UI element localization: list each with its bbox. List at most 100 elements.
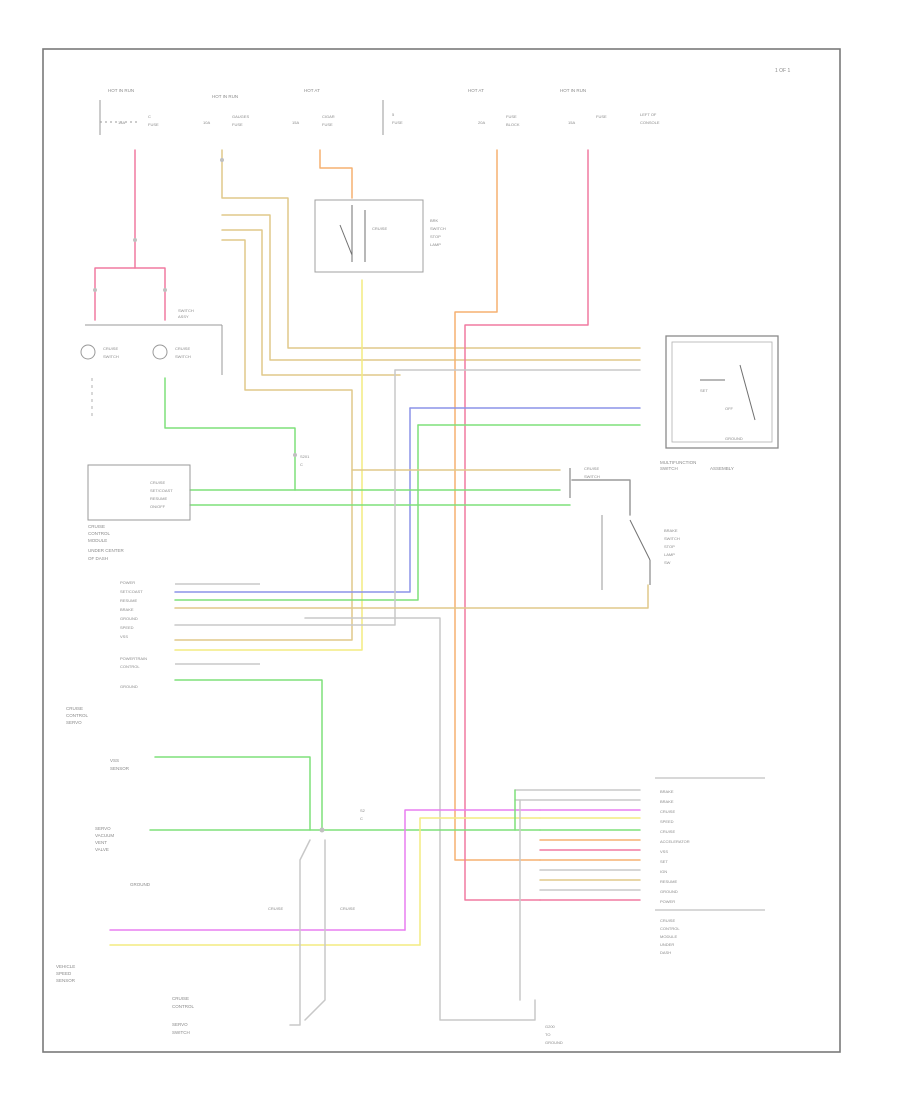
wire-pink-left [94,149,136,321]
svg-text:SWITCH: SWITCH [175,354,191,359]
svg-text:BRAKE: BRAKE [664,528,678,533]
svg-text:LEFT OF: LEFT OF [640,112,657,117]
svg-text:CONTROL: CONTROL [120,664,140,669]
svg-text:15A: 15A [568,120,575,125]
wire-orange-long [454,149,541,861]
svg-text:VACUUM: VACUUM [95,833,114,838]
svg-text:VALVE: VALVE [95,847,109,852]
wire-yellow [174,279,363,651]
svg-text:SWITCH: SWITCH [172,1030,190,1035]
svg-text:CRUISE: CRUISE [584,466,599,471]
svg-text:MODULE: MODULE [88,538,107,543]
svg-text:ASSEMBLY: ASSEMBLY [710,466,734,471]
svg-text:CRUISE: CRUISE [103,346,118,351]
svg-text:ON/OFF: ON/OFF [150,504,166,509]
svg-text:CONTROL: CONTROL [66,713,88,718]
svg-text:RESUME: RESUME [660,879,677,884]
svg-text:SENSOR: SENSOR [110,766,130,771]
svg-text:BRAKE: BRAKE [660,799,674,804]
svg-text:BRAKE: BRAKE [120,607,134,612]
svg-text:G200: G200 [545,1024,556,1029]
svg-text:CONTROL: CONTROL [172,1004,194,1009]
wire-magenta [404,809,541,931]
svg-text:SET/COAST: SET/COAST [120,589,143,594]
svg-text:UNDER CENTER: UNDER CENTER [88,548,125,553]
svg-text:RESUME: RESUME [120,598,137,603]
svg-text:SPEED: SPEED [56,971,72,976]
svg-text:SERVO: SERVO [172,1022,188,1027]
svg-text:CRUISE: CRUISE [268,906,283,911]
svg-text:TO: TO [545,1032,550,1037]
right-module-pins: BRAKE BRAKE CRUISE SPEED CRUISE ACCELERA… [655,777,765,955]
svg-text:SWITCH: SWITCH [660,466,678,471]
label-hot-all-right: HOT AT [468,88,484,93]
svg-text:BRAKE: BRAKE [660,789,674,794]
svg-text:GROUND: GROUND [120,684,138,689]
svg-text:MULTIFUNCTION: MULTIFUNCTION [660,460,696,465]
svg-text:ASSY: ASSY [178,314,189,319]
svg-text:ACCELERATOR: ACCELERATOR [660,839,690,844]
svg-text:CRUISE: CRUISE [660,809,675,814]
svg-text:C: C [360,816,363,821]
wire-orange [319,149,353,199]
svg-text:VSS: VSS [110,758,119,763]
cruise-module-left: CRUISE SET/COAST RESUME ON/OFF CRUISE CO… [87,464,191,561]
svg-text:STOP: STOP [430,234,441,239]
svg-text:VEHICLE: VEHICLE [56,964,75,969]
svg-text:IGN: IGN [660,869,667,874]
svg-text:CONSOLE: CONSOLE [640,120,660,125]
svg-text:GROUND: GROUND [725,436,743,441]
bottom-center-label: G200 TO GROUND [545,1024,563,1045]
svg-text:OFF: OFF [725,406,734,411]
svg-text:15A: 15A [118,120,125,125]
lower-left-labels: CRUISE CONTROL SERVO VSS SENSOR SERVO VA… [56,706,194,1035]
svg-text:RESUME: RESUME [150,496,167,501]
svg-text:FUSE: FUSE [506,114,517,119]
svg-text:GAUGES: GAUGES [232,114,249,119]
pin-names-left: POWER SET/COAST RESUME BRAKE GROUND SPEE… [120,580,147,689]
svg-text:15A: 15A [292,120,299,125]
svg-text:C: C [148,114,151,119]
svg-text:CRUISE: CRUISE [340,906,355,911]
svg-text:CONTROL: CONTROL [88,531,110,536]
svg-text:OF DASH: OF DASH [88,556,108,561]
svg-text:POWER: POWER [120,580,135,585]
label-hot-center: HOT IN RUN [212,94,238,99]
svg-text:SPEED: SPEED [120,625,134,630]
power-sources: HOT IN RUN HOT IN RUN HOT AT HOT AT HOT … [108,88,586,99]
svg-text:SENSOR: SENSOR [56,978,76,983]
svg-text:SPEED: SPEED [660,819,674,824]
svg-text:BRK: BRK [430,218,439,223]
svg-text:FUSE: FUSE [148,122,159,127]
svg-text:SW: SW [664,560,671,565]
svg-text:CRUISE: CRUISE [660,918,675,923]
svg-text:FUSE: FUSE [596,114,607,119]
svg-text:VENT: VENT [95,840,107,845]
svg-text:BLOCK: BLOCK [506,122,520,127]
switch-assembly-box: SET OFF GROUND MULTIFUNCTION SWITCH ASSEM… [660,335,779,471]
label-hot-run-right: HOT IN RUN [560,88,586,93]
svg-text:STOP: STOP [664,544,675,549]
svg-text:LAMP: LAMP [664,552,675,557]
svg-text:CIGAR: CIGAR [322,114,335,119]
svg-text:SWITCH: SWITCH [430,226,446,231]
svg-text:10A: 10A [203,120,210,125]
svg-text:SET/COAST: SET/COAST [150,488,173,493]
svg-text:GROUND: GROUND [130,882,151,887]
label-hot-all-left: HOT AT [304,88,320,93]
svg-text:CRUISE: CRUISE [150,480,165,485]
wire-pink-right [464,149,589,901]
svg-text:C: C [300,462,303,467]
sheet-border [42,48,841,1053]
svg-text:S201: S201 [300,454,310,459]
wire-tan-gauge [221,149,641,349]
svg-text:20A: 20A [478,120,485,125]
svg-text:SWITCH: SWITCH [103,354,119,359]
svg-text:S2: S2 [360,808,366,813]
svg-text:UNDER: UNDER [660,942,674,947]
svg-text:SWITCH: SWITCH [664,536,680,541]
svg-text:SET: SET [700,388,708,393]
svg-text:VSS: VSS [120,634,128,639]
